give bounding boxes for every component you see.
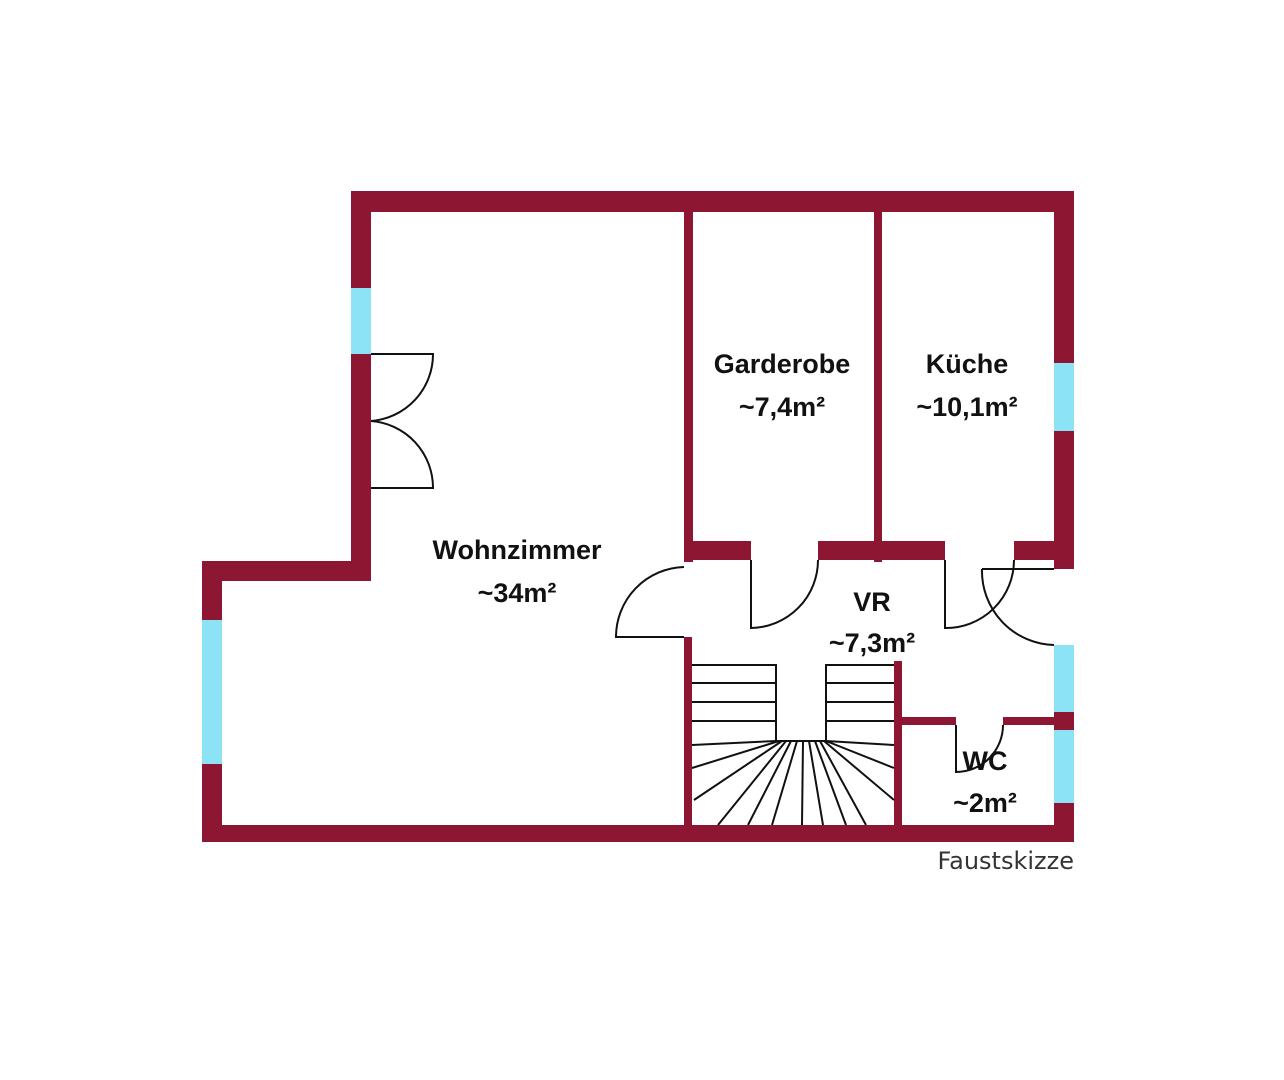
wall-bottom [202, 825, 1074, 842]
doors [370, 353, 1055, 774]
wall-garderobe-vr-left [684, 541, 751, 560]
label-kueche-name: Küche [926, 349, 1009, 379]
label-vr-area: ~7,3m² [829, 628, 915, 658]
wall-stair-left [684, 637, 692, 842]
wall-garderobe-kueche [874, 212, 882, 562]
label-wc-name: WC [963, 746, 1008, 776]
stair-right-run [825, 664, 894, 741]
label-kueche-area: ~10,1m² [916, 392, 1017, 422]
window-vr [1054, 645, 1074, 712]
windows [202, 288, 1074, 803]
label-wohnzimmer-area: ~34m² [478, 578, 557, 608]
window-kueche [1054, 363, 1074, 431]
stair-winders [691, 740, 895, 826]
label-vr-name: VR [853, 587, 891, 617]
wall-wc-top-right [1003, 717, 1074, 725]
door-wohnzimmer-vr [614, 566, 685, 638]
door-entrance [980, 568, 1055, 646]
wall-left-step [202, 561, 371, 581]
wall-wohnzimmer-garderobe [684, 212, 693, 562]
wall-top [351, 191, 1074, 212]
wall-left-upper [351, 191, 371, 581]
exterior-walls [202, 191, 1074, 842]
wall-garderobe-vr-right [818, 541, 945, 560]
label-wc-area: ~2m² [953, 788, 1017, 818]
caption-faustskizze: Faustskizze [938, 847, 1074, 875]
label-garderobe-name: Garderobe [714, 349, 851, 379]
staircase [691, 664, 895, 826]
wall-stair-right [894, 661, 902, 842]
room-labels: Wohnzimmer ~34m² Garderobe ~7,4m² Küche … [432, 349, 1074, 875]
wall-wc-top-left [894, 717, 956, 725]
door-garderobe [750, 559, 819, 630]
door-kueche [944, 559, 1015, 630]
door-terrace-double [370, 353, 435, 489]
window-wohnzimmer-upper [351, 288, 371, 354]
window-wohnzimmer-left [202, 620, 222, 764]
door-wc [955, 724, 1004, 774]
label-wohnzimmer-name: Wohnzimmer [432, 535, 602, 565]
wall-kueche-vr-right [1014, 541, 1074, 560]
interior-walls [684, 212, 1074, 842]
window-wc [1054, 730, 1074, 803]
label-garderobe-area: ~7,4m² [739, 392, 825, 422]
stair-left-run [692, 664, 777, 741]
